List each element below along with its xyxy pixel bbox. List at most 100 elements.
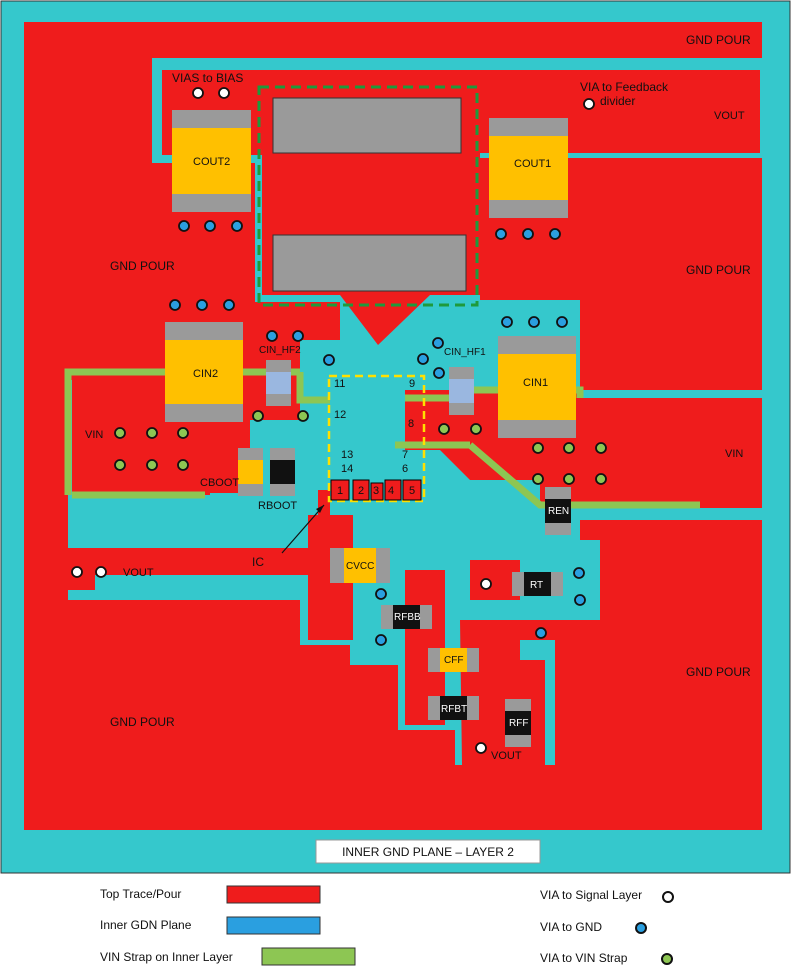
pin-label: 8 (408, 418, 414, 430)
pin-label: 9 (409, 378, 415, 390)
ic-pointer (281, 504, 325, 554)
via-vin (470, 423, 482, 435)
label-ren: REN (548, 506, 569, 517)
via-vin (563, 442, 575, 454)
pin-label: 7 (402, 449, 408, 461)
cout1 (489, 118, 568, 218)
pin-label: 11 (334, 378, 345, 390)
pin-label: 5 (409, 485, 415, 497)
pin-label: 1 (337, 485, 343, 497)
via-gnd (432, 337, 444, 349)
via-gnd (196, 299, 208, 311)
pin-label: 4 (388, 485, 394, 497)
via-vin (532, 442, 544, 454)
ic-pin-5 (402, 479, 422, 501)
via-gnd (375, 588, 387, 600)
label-cin-hf2: CIN_HF2 (259, 345, 301, 356)
via-vin (177, 459, 189, 471)
rboot (270, 448, 295, 496)
via-gnd (535, 627, 547, 639)
via-gnd (573, 567, 585, 579)
via-vin (146, 427, 158, 439)
pin-label: 13 (341, 449, 353, 461)
inductor-pad-top (272, 97, 462, 154)
cin1 (498, 336, 576, 438)
legend-inner-gnd-swatch (226, 916, 321, 935)
label-cin2: CIN2 (193, 368, 218, 380)
legend-top-trace-swatch (226, 885, 321, 904)
ic-pin-1 (330, 479, 350, 501)
pin-label: 2 (358, 485, 364, 497)
label-cin1: CIN1 (523, 377, 548, 389)
label-gnd-pour-left: GND POUR (110, 259, 175, 273)
legend-via-signal-label: VIA to Signal Layer (540, 888, 642, 902)
legend: Top Trace/Pour Inner GDN Plane VIN Strap… (100, 885, 674, 966)
via-gnd (574, 594, 586, 606)
via-gnd (223, 299, 235, 311)
via-signal (95, 566, 107, 578)
ic-pin-4 (384, 479, 402, 501)
via-gnd (433, 367, 445, 379)
label-ic: IC (252, 555, 264, 569)
cvcc (330, 548, 390, 583)
inductor-pad-bottom (272, 234, 467, 292)
via-vin (146, 459, 158, 471)
via-signal (480, 578, 492, 590)
via-gnd (323, 354, 335, 366)
pin-label: 14 (341, 463, 353, 475)
cout2 (172, 110, 251, 212)
ic-pin-3 (370, 482, 384, 501)
pin-label: 6 (402, 463, 408, 475)
rt (512, 572, 563, 596)
cin-hf2 (266, 360, 291, 406)
via-signal (192, 87, 204, 99)
ic-pointer-head (316, 505, 324, 513)
legend-via-gnd-icon (635, 922, 647, 934)
legend-inner-gnd-label: Inner GDN Plane (100, 918, 192, 932)
ic-pins (330, 479, 422, 501)
via-signal (71, 566, 83, 578)
via-vin (595, 473, 607, 485)
label-rt: RT (530, 580, 543, 591)
ren (545, 487, 571, 535)
vout-trace-left (55, 490, 330, 590)
via-gnd (528, 316, 540, 328)
cin-hf1 (449, 367, 474, 415)
label-vin-right: VIN (725, 448, 743, 460)
legend-via-vin-label: VIA to VIN Strap (540, 951, 628, 965)
via-gnd (375, 634, 387, 646)
legend-vin-strap-swatch (261, 947, 356, 966)
via-gnd (522, 228, 534, 240)
label-gnd-pour-right-mid: GND POUR (686, 263, 751, 277)
label-vout-top: VOUT (714, 110, 745, 122)
label-gnd-pour-top-right: GND POUR (686, 33, 751, 47)
gnd-pour-bottom-left (24, 540, 560, 830)
via-gnd (292, 330, 304, 342)
vin-pour-right (405, 390, 762, 508)
legend-vin-strap-label: VIN Strap on Inner Layer (100, 950, 233, 964)
gnd-pour-right-low (520, 520, 762, 830)
label-gnd-pour-right-low: GND POUR (686, 665, 751, 679)
via-gnd (549, 228, 561, 240)
rfbb (381, 605, 432, 629)
legend-via-vin-icon (661, 953, 673, 965)
via-gnd (178, 220, 190, 232)
via-vin (532, 473, 544, 485)
via-vin (595, 442, 607, 454)
gnd-pour-top-left (24, 22, 762, 163)
rfbt (428, 696, 479, 720)
label-cout2: COUT2 (193, 156, 230, 168)
label-cboot: CBOOT (200, 477, 239, 489)
via-gnd (556, 316, 568, 328)
via-signal (583, 98, 595, 110)
legend-via-gnd-label: VIA to GND (540, 920, 602, 934)
via-gnd (417, 353, 429, 365)
ic-outline (327, 374, 426, 503)
label-via-feedback-2: divider (600, 94, 635, 108)
footer-title: INNER GND PLANE – LAYER 2 (342, 845, 514, 859)
legend-via-signal-icon (662, 891, 674, 903)
pin-label: 3 (373, 485, 379, 497)
via-vin (563, 473, 575, 485)
cboot (238, 448, 263, 496)
